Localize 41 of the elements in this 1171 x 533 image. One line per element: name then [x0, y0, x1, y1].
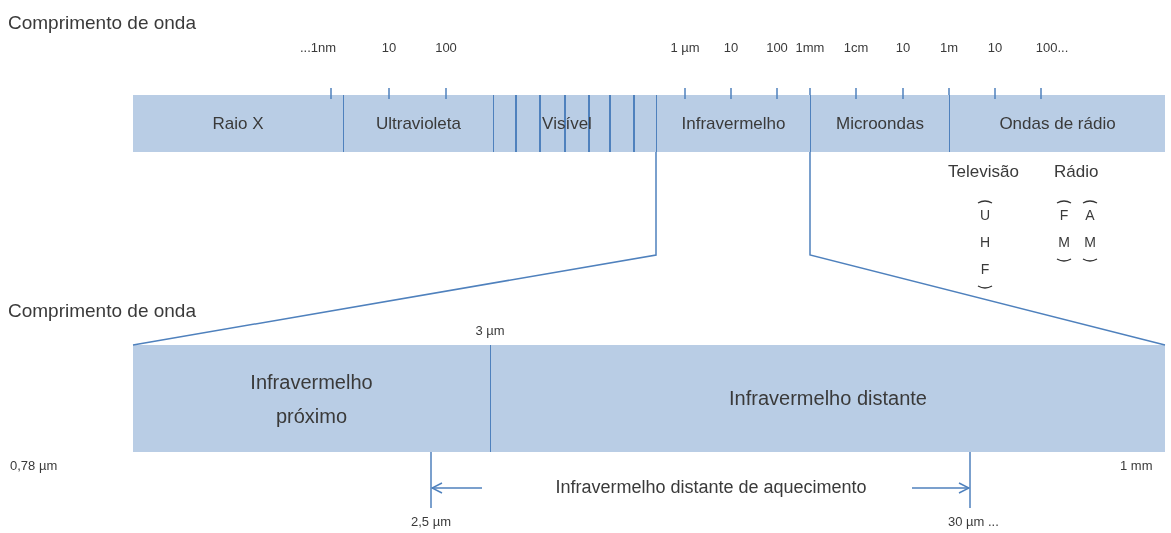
zoom-line	[132, 151, 657, 346]
scale-value: 3 µm	[475, 323, 505, 338]
text-label: Comprimento de onda	[8, 300, 196, 322]
band-abbreviation: FM	[1057, 206, 1071, 252]
text-label: Televisão	[948, 162, 1019, 182]
spectrum-band	[490, 345, 1165, 452]
spectrum-band	[493, 95, 656, 152]
spectrum-band	[949, 95, 1165, 152]
band-abbreviation: UHF	[978, 206, 992, 279]
text-label: Rádio	[1054, 162, 1099, 182]
scale-value: 1 µm	[670, 40, 700, 55]
scale-value: 1m	[939, 40, 959, 55]
band-label: Raio X	[212, 113, 264, 134]
spectrum-band	[133, 95, 343, 152]
scale-value: 100	[766, 40, 788, 55]
scale-value: 2,5 µm	[411, 514, 451, 529]
spectrum-band	[133, 345, 490, 452]
zoom-line	[809, 151, 1166, 346]
spectrum-band	[656, 95, 810, 152]
scale-value: 10	[381, 40, 397, 55]
band-abbreviation: AM	[1083, 206, 1097, 252]
text-label: Comprimento de onda	[8, 12, 196, 34]
scale-value: 1 mm	[1120, 458, 1153, 473]
band-label: Ultravioleta	[375, 113, 461, 134]
scale-value: 10	[895, 40, 911, 55]
band-label: Infravermelho distante	[729, 387, 927, 410]
scale-value: 100	[435, 40, 457, 55]
scale-value: 10	[987, 40, 1003, 55]
scale-value: 1mm	[795, 40, 825, 55]
scale-value: 10	[723, 40, 739, 55]
band-label: Infravermelho próximo	[249, 369, 374, 429]
scale-value: 0,78 µm	[10, 458, 58, 473]
spectrum-band	[343, 95, 493, 152]
scale-value: 100...	[1035, 40, 1069, 55]
spectrum-band	[810, 95, 949, 152]
scale-value: 30 µm ...	[948, 514, 999, 529]
band-label: Ondas de rádio	[999, 113, 1116, 134]
band-label: Microondas	[836, 113, 924, 134]
scale-value: ...1nm	[299, 40, 337, 55]
scale-value: 1cm	[843, 40, 869, 55]
band-label: Infravermelho	[681, 113, 786, 134]
